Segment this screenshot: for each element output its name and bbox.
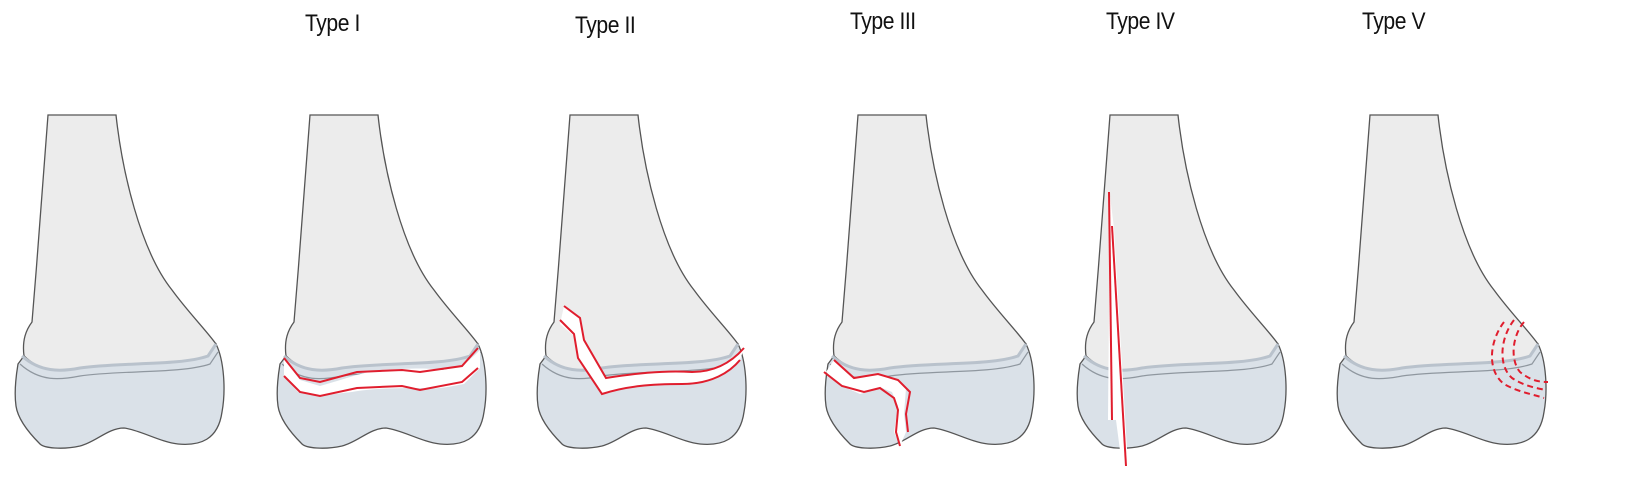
bone-type-4: [1075, 113, 1288, 467]
bone-type-2: [535, 113, 748, 450]
label-type-4: Type IV: [1106, 8, 1175, 35]
label-type-5: Type V: [1362, 8, 1426, 35]
bone-type-5: [1335, 113, 1549, 450]
bone-type-1: [275, 113, 488, 450]
label-type-3: Type III: [850, 8, 916, 35]
label-type-1: Type I: [305, 10, 360, 37]
label-type-2: Type II: [575, 12, 636, 39]
bone-normal: [13, 113, 226, 450]
bone-type-3: [823, 113, 1036, 450]
crush-marks: [1490, 319, 1549, 399]
